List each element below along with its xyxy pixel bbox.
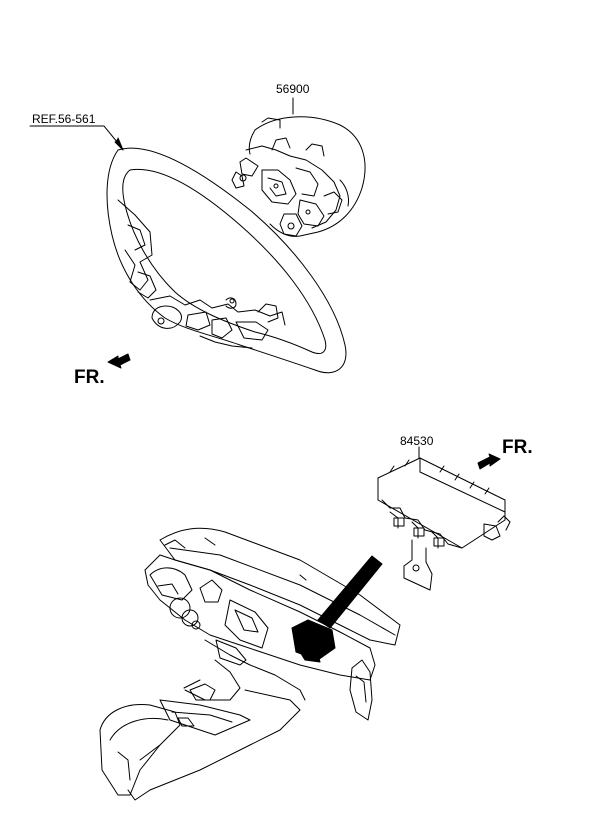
- ref-label: REF.56-561: [32, 112, 96, 126]
- arrow-bottom: [477, 453, 501, 470]
- part-number-passenger-airbag: 84530: [400, 434, 434, 448]
- steering-wheel: [106, 147, 347, 374]
- front-label-bottom: FR.: [502, 437, 533, 458]
- location-pointer-icon: [317, 555, 383, 629]
- passenger-airbag-location: [291, 619, 336, 661]
- front-direction-arrow-icon: [107, 353, 131, 369]
- arrow-top: [107, 353, 131, 369]
- driver-airbag-module: [231, 116, 366, 237]
- part-number-driver-airbag: 56900: [276, 82, 310, 96]
- passenger-airbag-module: [377, 457, 511, 591]
- ref-leader-line: [29, 125, 123, 149]
- front-direction-arrow-icon: [477, 453, 501, 470]
- instrument-panel: [99, 527, 401, 801]
- front-label-top: FR.: [74, 367, 105, 388]
- ref-leader-arrowhead: [114, 137, 124, 151]
